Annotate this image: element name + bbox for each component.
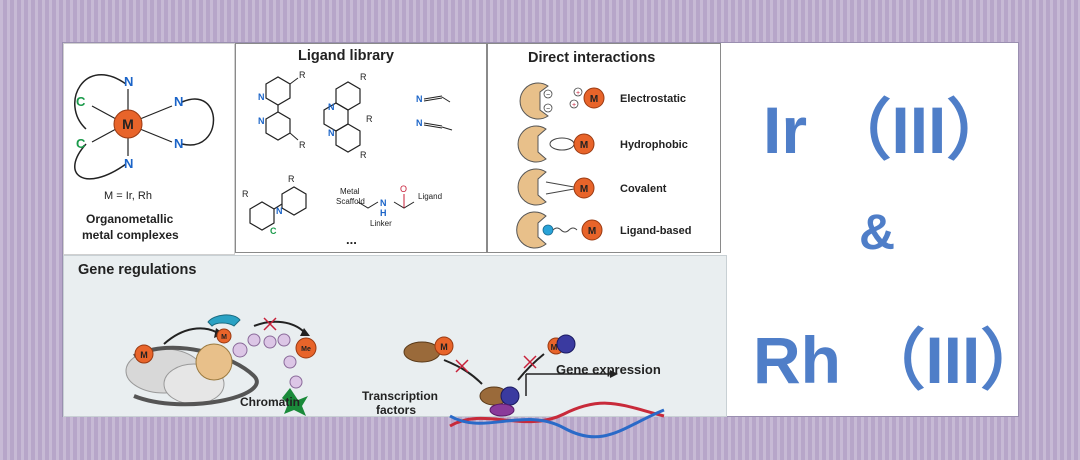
phen-r-middle: R xyxy=(366,114,373,124)
complex-metal-label: M xyxy=(122,116,134,132)
atom-n-bottom: N xyxy=(124,156,133,171)
phen-n-bottom: N xyxy=(328,128,335,138)
ligand-label: Ligand xyxy=(418,192,442,201)
bipy-r-top: R xyxy=(299,70,306,80)
ligand-structures-diagram: R R N N N N R R R N N R xyxy=(242,70,453,247)
plus-2: + xyxy=(572,102,576,109)
phen-r-bottom: R xyxy=(360,150,367,160)
panel-ligand-library: Ligand library R R N N N N R R R N xyxy=(235,43,487,253)
minus-2: − xyxy=(546,106,550,113)
metal-covalent: M xyxy=(580,184,588,195)
phen-r-top: R xyxy=(360,72,367,82)
ppy-n: N xyxy=(276,206,283,216)
ppy-r-top: R xyxy=(288,174,295,184)
panel-organometallic-complex: M N N N N C C M = Ir, Rh Organometallic … xyxy=(63,43,235,255)
panel-direct-interactions: Direct interactions − − + + M Electrosta… xyxy=(487,43,721,253)
figure-card: M N N N N C C M = Ir, Rh Organometallic … xyxy=(62,42,1046,439)
complex-caption-line2: metal complexes xyxy=(82,228,179,242)
atom-c-top: C xyxy=(76,94,86,109)
metal-caption: M = Ir, Rh xyxy=(104,190,152,202)
more-ligands-ellipsis: ... xyxy=(346,232,357,247)
ligand-library-title: Ligand library xyxy=(298,48,394,64)
methyl-label: Me xyxy=(301,346,311,353)
metal-hydrophobic: M xyxy=(580,140,588,151)
gene-regulations-title: Gene regulations xyxy=(78,262,197,278)
interaction-modes-diagram: − − + + M Electrostatic M Hydrophobic M … xyxy=(516,82,692,249)
atom-n-right-top: N xyxy=(174,94,183,109)
linker-o: O xyxy=(400,184,407,194)
gene-metal-bound: M xyxy=(221,334,227,341)
headline-ir: Ir （III） xyxy=(763,93,1013,167)
interaction-label-covalent: Covalent xyxy=(620,183,667,195)
linker-n: N xyxy=(380,198,387,208)
gene-regulation-diagram: M M Me Chromatin M M xyxy=(125,314,665,439)
interaction-label-hydrophobic: Hydrophobic xyxy=(620,139,688,151)
octahedral-complex-diagram: M N N N N C C xyxy=(74,73,215,180)
metal-electrostatic: M xyxy=(590,94,598,105)
panel-gene-regulations: Gene regulations M M Me xyxy=(63,255,727,439)
gene-metal-free: M xyxy=(140,350,148,360)
ppy-c: C xyxy=(270,226,277,236)
transcription-factors-line2: factors xyxy=(376,403,416,417)
phen-n-top: N xyxy=(328,102,335,112)
bipy-r-bottom: R xyxy=(299,140,306,150)
atom-n-top: N xyxy=(124,74,133,89)
headline-ampersand: & xyxy=(859,204,896,260)
direct-interactions-title: Direct interactions xyxy=(528,50,656,66)
interaction-label-electrostatic: Electrostatic xyxy=(620,93,686,105)
bipy-n-top: N xyxy=(258,92,265,102)
atom-n-right-bottom: N xyxy=(174,136,183,151)
linker-h: H xyxy=(380,208,387,218)
chromatin-label: Chromatin xyxy=(240,395,300,409)
complex-caption-line1: Organometallic xyxy=(86,212,174,226)
headline-rh: Rh （III） xyxy=(753,323,1047,397)
minus-1: − xyxy=(546,92,550,99)
metal-scaffold-label-1: Metal xyxy=(340,187,360,196)
transcription-factors-line1: Transcription xyxy=(362,389,438,403)
plus-1: + xyxy=(576,90,580,97)
ppy-r-left: R xyxy=(242,189,249,199)
tf-metal-2: M xyxy=(551,343,558,352)
metal-scaffold-label-2: Scaffold xyxy=(336,197,365,206)
metal-ligand-based: M xyxy=(588,226,596,237)
atom-c-bottom: C xyxy=(76,136,86,151)
gene-expression-label: Gene expression xyxy=(556,362,661,377)
tf-metal-1: M xyxy=(440,342,448,352)
interaction-label-ligand-based: Ligand-based xyxy=(620,225,692,237)
nitrile-n-1: N xyxy=(416,94,423,104)
bipy-n-bottom: N xyxy=(258,116,265,126)
nitrile-n-2: N xyxy=(416,118,423,128)
linker-label: Linker xyxy=(370,219,392,228)
